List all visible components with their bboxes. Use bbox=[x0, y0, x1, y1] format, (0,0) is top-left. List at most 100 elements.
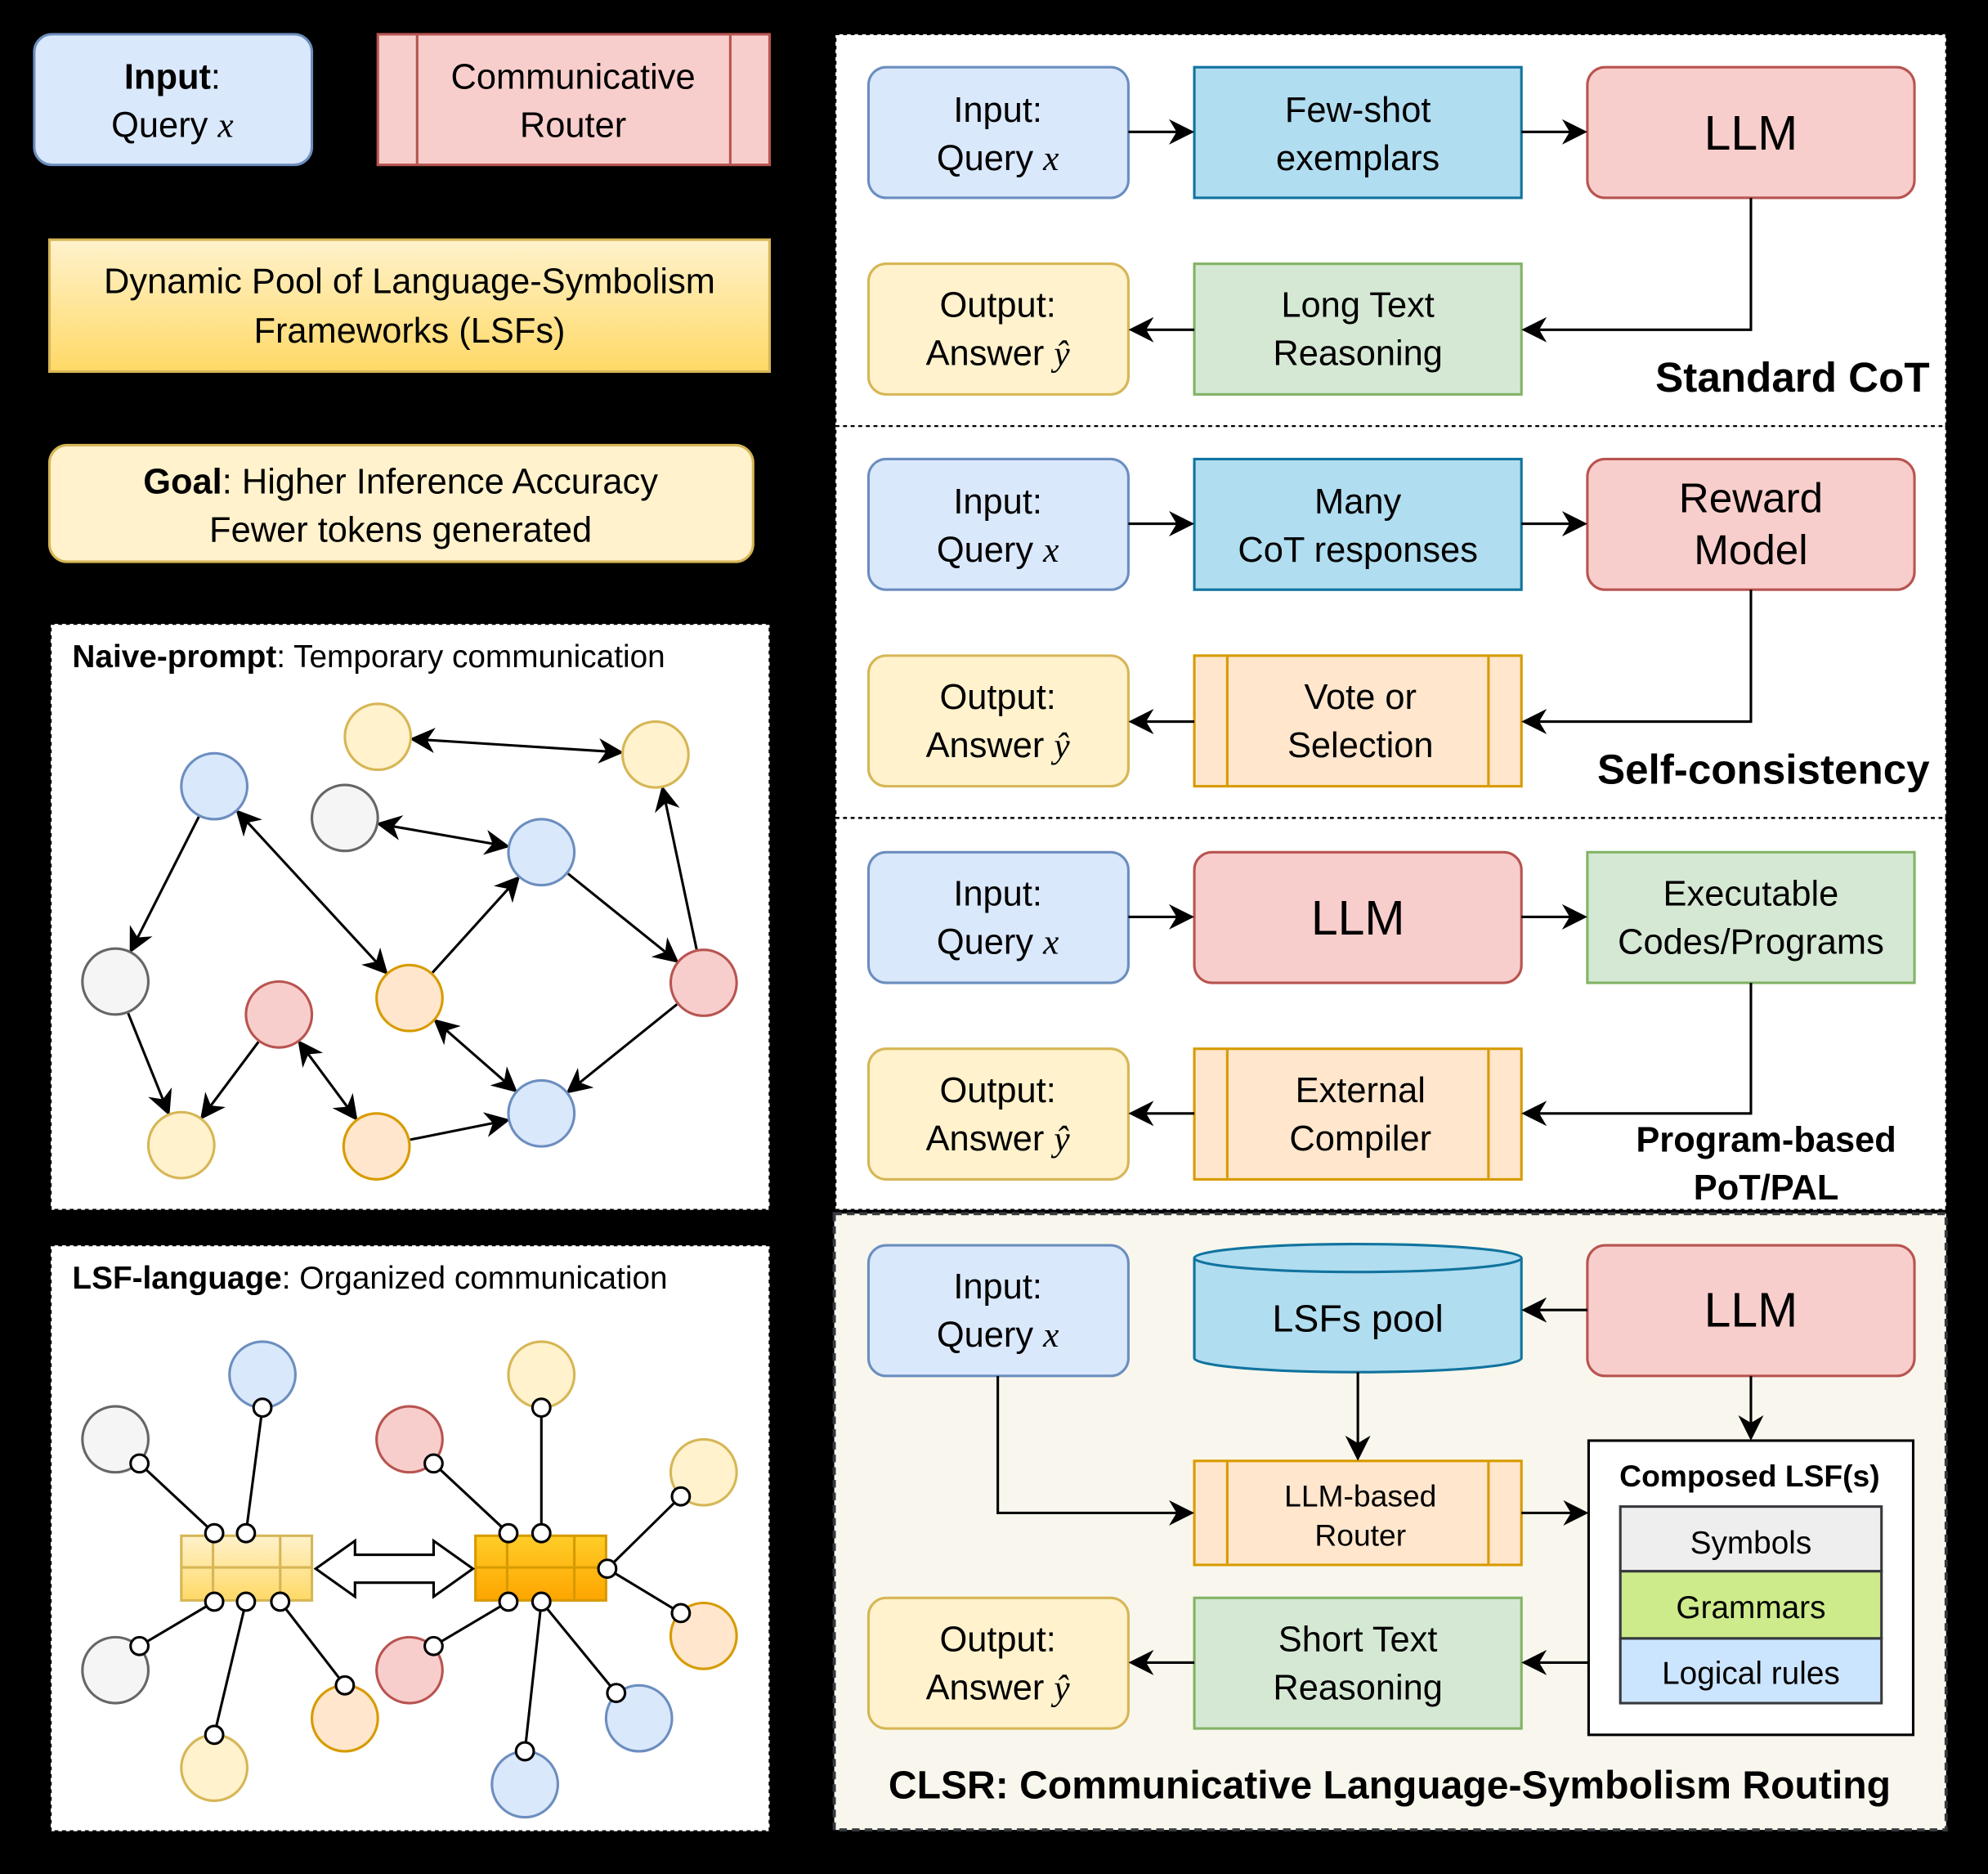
naive-node bbox=[620, 720, 690, 789]
cot-output-var: ŷ bbox=[1050, 334, 1070, 374]
cot-input-var: x bbox=[1042, 139, 1059, 178]
lsf-port bbox=[129, 1453, 150, 1474]
sc-reward-line2: Model bbox=[1694, 527, 1807, 573]
lsf-spoke bbox=[540, 1600, 617, 1694]
sc-input-line1: Input: bbox=[953, 482, 1042, 522]
sc-responses-line2: CoT responses bbox=[1238, 531, 1478, 570]
sc-output-line1: Output: bbox=[939, 678, 1055, 717]
legend-input-colon: : bbox=[211, 58, 221, 97]
naive-title-bold: Naive-prompt bbox=[72, 639, 276, 675]
lsf-port bbox=[498, 1591, 519, 1612]
clsr-symbols: Symbols bbox=[1690, 1526, 1812, 1561]
self-consistency-title: Self-consistency bbox=[1597, 746, 1930, 793]
pb-compiler-box: External Compiler bbox=[1193, 1047, 1523, 1181]
pb-llm-label: LLM bbox=[1311, 892, 1405, 945]
cot-llm-box: LLM bbox=[1586, 65, 1916, 200]
lsf-spoke bbox=[523, 1601, 543, 1752]
lsf-spoke bbox=[279, 1600, 347, 1687]
clsr-arrow-input-router bbox=[996, 1375, 1195, 1526]
lsf-port bbox=[204, 1724, 225, 1746]
pb-compiler-line2: Compiler bbox=[1289, 1119, 1431, 1159]
clsr-output-line1: Output: bbox=[939, 1620, 1055, 1659]
lsf-node bbox=[81, 1405, 150, 1474]
lsf-port bbox=[334, 1674, 356, 1696]
naive-edge bbox=[129, 816, 200, 953]
naive-edge bbox=[410, 1112, 511, 1141]
sc-reward-box: Reward Model bbox=[1586, 457, 1916, 591]
pb-output-line1: Output: bbox=[939, 1071, 1055, 1110]
lsf-spoke bbox=[607, 1567, 682, 1615]
legend-router-line1: Communicative bbox=[450, 58, 695, 97]
sc-responses-line1: Many bbox=[1314, 482, 1401, 522]
legend-goal-rest: : Higher Inference Accuracy bbox=[222, 462, 658, 501]
sc-vote-line2: Selection bbox=[1287, 726, 1434, 765]
legend-input-var: x bbox=[217, 106, 233, 146]
cot-exemplars-box: Few-shot exemplars bbox=[1193, 65, 1523, 200]
lsf-port bbox=[270, 1591, 291, 1612]
legend-router-line2: Router bbox=[520, 106, 626, 146]
naive-edge bbox=[655, 785, 698, 950]
clsr-input-var: x bbox=[1042, 1316, 1059, 1355]
lsf-spoke bbox=[138, 1600, 215, 1648]
naive-edge bbox=[566, 872, 679, 963]
naive-edge bbox=[200, 1041, 260, 1120]
naive-graph bbox=[81, 702, 738, 1181]
clsr-logical-rules: Logical rules bbox=[1662, 1657, 1840, 1692]
clsr-reasoning-line2: Reasoning bbox=[1273, 1668, 1443, 1707]
lsf-spoke bbox=[244, 1407, 264, 1534]
legend-pool-line2: Frameworks (LSFs) bbox=[253, 312, 565, 351]
clsr-output-var: ŷ bbox=[1050, 1668, 1070, 1707]
lsf-port bbox=[531, 1591, 552, 1612]
svg-text:Query x: Query x bbox=[937, 922, 1059, 962]
clsr-composed-box: Composed LSF(s) Symbols Grammars Logical… bbox=[1587, 1439, 1915, 1737]
clsr-reasoning-line1: Short Text bbox=[1278, 1620, 1438, 1659]
naive-edge bbox=[566, 1003, 678, 1094]
sc-input-var: x bbox=[1042, 531, 1059, 570]
svg-text:LSF-language: Organized commun: LSF-language: Organized communication bbox=[72, 1261, 667, 1296]
sc-output-var: ŷ bbox=[1050, 726, 1070, 765]
cot-reasoning-line1: Long Text bbox=[1281, 286, 1434, 325]
legend-input-bold: Input bbox=[124, 58, 211, 97]
lsf-spoke bbox=[432, 1462, 510, 1535]
legend-goal-line2: Fewer tokens generated bbox=[209, 510, 592, 549]
svg-text:Answer ŷ: Answer ŷ bbox=[926, 1668, 1071, 1707]
cot-output-box: Output: Answer ŷ bbox=[866, 262, 1130, 396]
clsr-output-line2: Answer bbox=[926, 1668, 1054, 1707]
lsf-spoke bbox=[432, 1600, 509, 1648]
naive-node bbox=[310, 783, 379, 853]
cot-input-box: Input: Query x bbox=[866, 65, 1130, 200]
clsr-composed-title: Composed LSF(s) bbox=[1619, 1459, 1879, 1493]
lsf-language-panel: LSF-language: Organized communication bbox=[49, 1244, 771, 1832]
lsf-port bbox=[514, 1741, 535, 1762]
program-based-panel: Input: Query x LLM Executable Codes/Prog… bbox=[834, 817, 1947, 1211]
naive-node bbox=[342, 1112, 411, 1181]
lsf-spoke bbox=[213, 1601, 248, 1736]
lsf-hub-right bbox=[474, 1534, 607, 1602]
naive-edge bbox=[376, 815, 511, 855]
legend-pool: Dynamic Pool of Language-Symbolism Frame… bbox=[47, 238, 772, 373]
clsr-llm-box: LLM bbox=[1586, 1244, 1916, 1378]
lsf-node bbox=[604, 1683, 674, 1753]
svg-text:Naive-prompt: Temporary commun: Naive-prompt: Temporary communication bbox=[72, 639, 665, 675]
legend-router: Communicative Router bbox=[376, 33, 772, 167]
self-consistency-panel: Input: Query x Many CoT responses Reward… bbox=[834, 424, 1947, 819]
naive-node bbox=[146, 1110, 216, 1180]
pb-input-line1: Input: bbox=[953, 874, 1042, 913]
clsr-llm-label: LLM bbox=[1704, 1284, 1798, 1337]
pb-compiler-line1: External bbox=[1296, 1071, 1426, 1110]
svg-text:Goal: Higher Inference Accurac: Goal: Higher Inference Accuracy bbox=[143, 462, 658, 501]
cot-reasoning-box: Long Text Reasoning bbox=[1193, 262, 1523, 396]
naive-prompt-panel: Naive-prompt: Temporary communication bbox=[49, 622, 771, 1211]
lsf-port bbox=[531, 1522, 552, 1544]
svg-text:Query x: Query x bbox=[937, 139, 1059, 178]
lsf-port bbox=[597, 1558, 618, 1580]
clsr-router-line2: Router bbox=[1314, 1518, 1406, 1553]
clsr-pool-cylinder: LSFs pool bbox=[1193, 1242, 1523, 1374]
naive-edge bbox=[431, 876, 521, 974]
cot-exemplars-line2: exemplars bbox=[1276, 139, 1440, 178]
lsf-port bbox=[204, 1591, 225, 1612]
lsf-graph bbox=[81, 1340, 738, 1819]
sc-input-box: Input: Query x bbox=[866, 457, 1130, 591]
clsr-grammars: Grammars bbox=[1676, 1590, 1825, 1625]
lsf-port bbox=[423, 1453, 444, 1474]
